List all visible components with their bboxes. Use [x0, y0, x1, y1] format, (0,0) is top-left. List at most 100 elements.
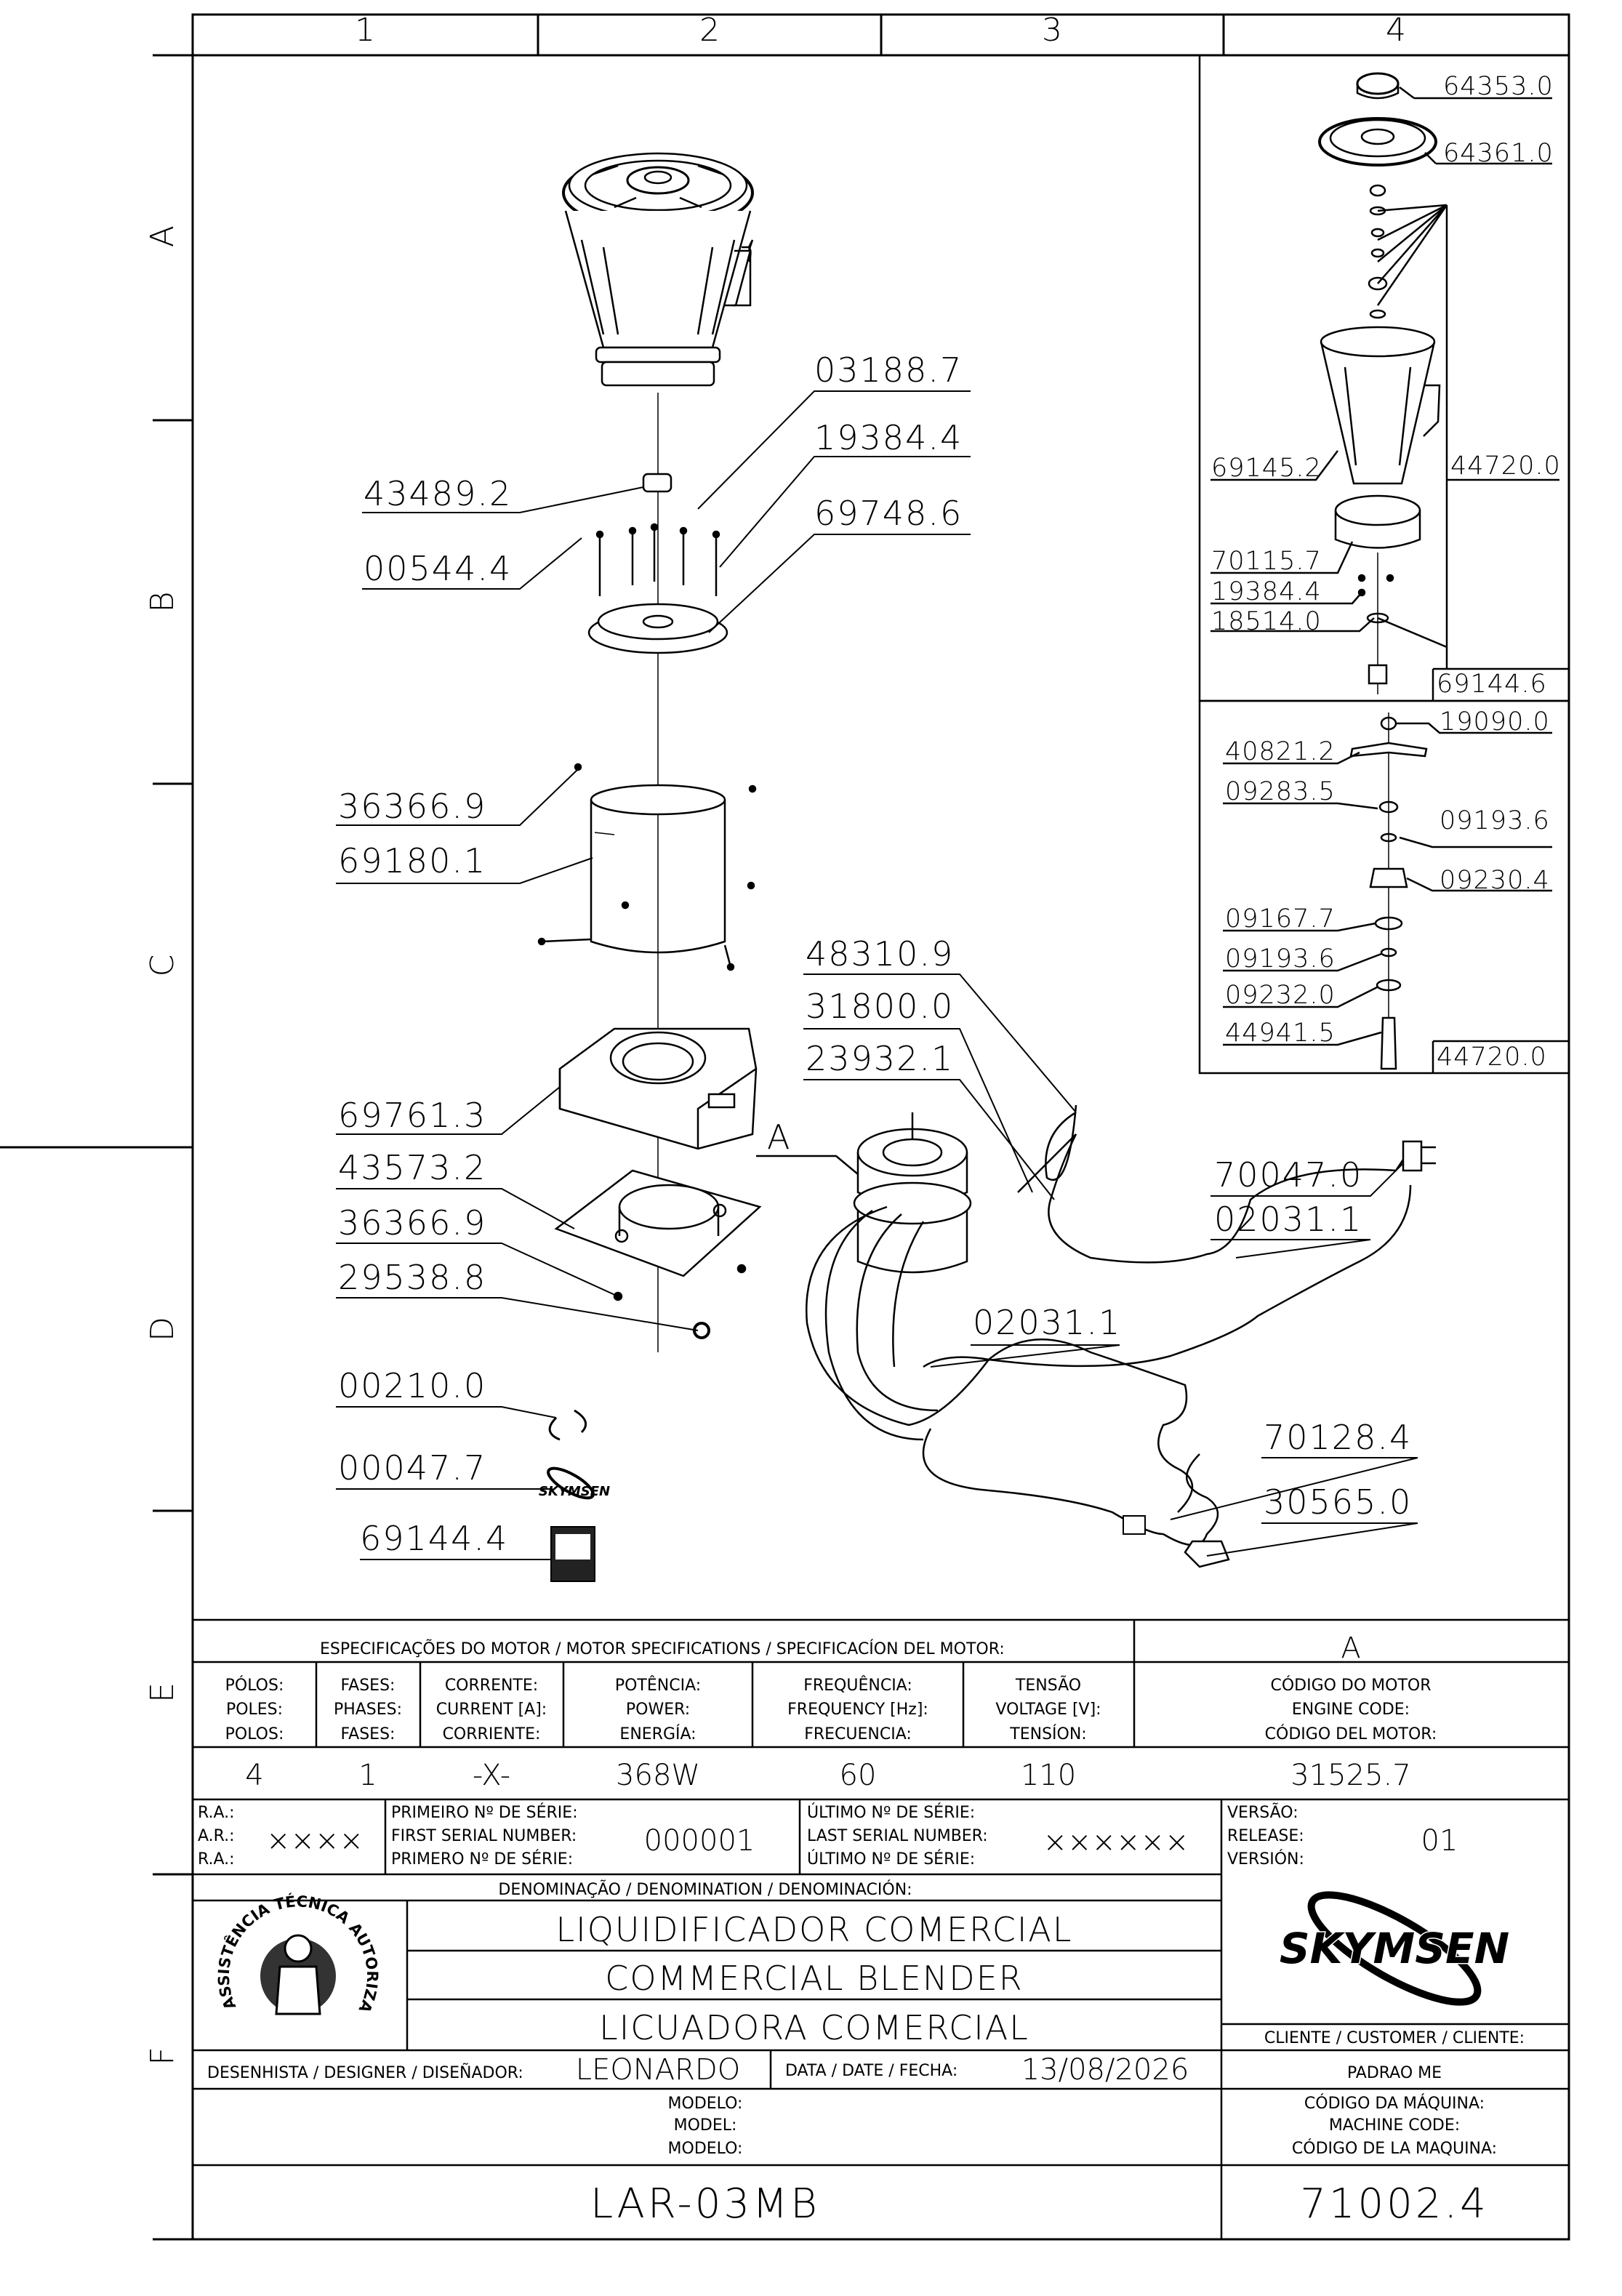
- part-31800: 31800.0: [806, 987, 954, 1026]
- part-36366-b: 36366.9: [338, 1203, 486, 1243]
- title-block-lines: [193, 1618, 1569, 2239]
- ra-l2: A.R.:: [198, 1827, 235, 1845]
- spec-poles-l1: PÓLOS:: [225, 1676, 284, 1695]
- spec-power-value: 368W: [616, 1759, 700, 1792]
- part-09193-b: 09193.6: [1225, 944, 1336, 974]
- version-l2: RELEASE:: [1227, 1827, 1304, 1845]
- spec-current-l2: CURRENT [A]:: [436, 1701, 547, 1719]
- grid-labels: 1 2 3 4 A B C D E F: [144, 12, 1406, 2066]
- version-value: 01: [1421, 1824, 1458, 1858]
- part-70128: 70128.4: [1264, 1418, 1412, 1457]
- logo-sticker-text: SKYMSEN: [539, 1484, 610, 1499]
- detail-box-jar: [1198, 54, 1570, 702]
- title-pt: LIQUIDIFICADOR COMERCIAL: [556, 1910, 1073, 1949]
- motor-housing-top: [558, 1027, 758, 1150]
- part-70115: 70115.7: [1211, 547, 1322, 576]
- version-l1: VERSÃO:: [1227, 1802, 1298, 1822]
- spec-phases-value: 1: [358, 1759, 377, 1792]
- motor-specs-header: ESPECIFICAÇÕES DO MOTOR / MOTOR SPECIFIC…: [320, 1639, 1005, 1658]
- cylinder-housing: [537, 763, 757, 971]
- spec-engine-code-value: 31525.7: [1290, 1759, 1410, 1792]
- part-69144-4: 69144.4: [360, 1519, 508, 1558]
- machine-code-l2: MACHINE CODE:: [1329, 2116, 1460, 2135]
- spec-phases-l2: PHASES:: [334, 1701, 402, 1719]
- motor-ref-cell: A: [1341, 1631, 1360, 1665]
- grid-col-2: 2: [699, 12, 720, 49]
- part-69180: 69180.1: [338, 841, 486, 880]
- part-43573: 43573.2: [338, 1148, 486, 1187]
- ra-l1: R.A.:: [198, 1804, 235, 1822]
- part-09193-a: 09193.6: [1440, 806, 1550, 835]
- spec-voltage-l2: VOLTAGE [V]:: [995, 1701, 1101, 1719]
- part-69761: 69761.3: [338, 1096, 486, 1135]
- part-36366-a: 36366.9: [338, 787, 486, 826]
- grid-row-B: B: [144, 592, 181, 613]
- base-plate: [554, 1169, 762, 1339]
- spec-current-l3: CORRIENTE:: [443, 1725, 541, 1743]
- spec-frequency-value: 60: [840, 1759, 877, 1792]
- date-value: 13/08/2026: [1021, 2053, 1189, 2087]
- part-70047: 70047.0: [1214, 1155, 1362, 1195]
- machine-code-l1: CÓDIGO DA MÁQUINA:: [1304, 2094, 1485, 2113]
- grid-col-4: 4: [1386, 12, 1406, 49]
- date-label: DATA / DATE / FECHA:: [785, 2062, 957, 2080]
- title-block-text: ESPECIFICAÇÕES DO MOTOR / MOTOR SPECIFIC…: [198, 1631, 1525, 2228]
- part-02031-b: 02031.1: [973, 1303, 1121, 1342]
- part-03188: 03188.7: [814, 350, 963, 390]
- model-label-l1: MODELO:: [668, 2095, 743, 2113]
- spec-poles-value: 4: [245, 1759, 263, 1792]
- part-19090: 19090.0: [1440, 707, 1550, 736]
- wiring-harness: [806, 1104, 1436, 1568]
- spec-frequency-l3: FRECUENCIA:: [804, 1725, 912, 1743]
- first-serial-l3: PRIMERO Nº DE SÉRIE:: [391, 1850, 573, 1868]
- spec-frequency-l2: FREQUENCY [Hz]:: [787, 1701, 928, 1719]
- designer-value: LEONARDO: [576, 2053, 740, 2087]
- motor-ref-leader: [756, 1155, 859, 1175]
- part-40821: 40821.2: [1225, 737, 1336, 766]
- detail-jar-labels: 64353.0 64361.0 69145.2 44720.0 70115.7 …: [1211, 72, 1560, 699]
- title-es: LICUADORA COMERCIAL: [599, 2008, 1029, 2047]
- spec-power-l3: ENERGÍA:: [619, 1725, 696, 1743]
- grid-col-3: 3: [1042, 12, 1062, 49]
- spec-phases-l3: FASES:: [341, 1725, 396, 1743]
- last-serial-l2: LAST SERIAL NUMBER:: [807, 1827, 988, 1845]
- last-serial-l1: ÚLTIMO Nº DE SÉRIE:: [807, 1803, 975, 1822]
- logo-sticker: SKYMSEN: [539, 1466, 610, 1500]
- first-serial-l2: FIRST SERIAL NUMBER:: [391, 1827, 577, 1845]
- spec-engine-code-l2: ENGINE CODE:: [1292, 1701, 1410, 1719]
- grid-row-E: E: [144, 1682, 181, 1703]
- part-18514: 18514.0: [1211, 607, 1322, 636]
- ra-value: ××××: [266, 1824, 364, 1858]
- part-69145: 69145.2: [1211, 454, 1322, 483]
- part-23932: 23932.1: [806, 1039, 954, 1078]
- part-44720-bottom: 44720.0: [1437, 1043, 1547, 1072]
- spec-current-l1: CORRENTE:: [445, 1677, 538, 1695]
- part-69144-6: 69144.6: [1437, 670, 1547, 699]
- denomination-header: DENOMINAÇÃO / DENOMINATION / DENOMINACIÓ…: [498, 1879, 912, 1899]
- spec-power-l1: POTÊNCIA:: [615, 1676, 701, 1695]
- customer-value: PADRAO ME: [1347, 2064, 1442, 2082]
- part-02031-a: 02031.1: [1214, 1200, 1362, 1239]
- part-29538: 29538.8: [338, 1258, 486, 1297]
- model-value: LAR-03MB: [590, 2180, 820, 2228]
- spec-poles-l3: POLOS:: [225, 1725, 284, 1743]
- ra-l3: R.A.:: [198, 1850, 235, 1868]
- spec-poles-l2: POLES:: [226, 1701, 283, 1719]
- version-l3: VERSIÓN:: [1227, 1850, 1304, 1868]
- grid-row-F: F: [144, 2047, 181, 2065]
- part-43489: 43489.2: [364, 474, 512, 513]
- part-64353: 64353.0: [1443, 72, 1554, 101]
- spec-frequency-l1: FREQUÊNCIA:: [803, 1676, 912, 1695]
- part-64361: 64361.0: [1443, 139, 1554, 168]
- part-00544: 00544.4: [364, 549, 512, 588]
- grid-row-C: C: [144, 955, 181, 977]
- spec-voltage-l1: TENSÃO: [1015, 1675, 1081, 1695]
- part-leaders: [336, 390, 1418, 1560]
- part-09230: 09230.4: [1440, 866, 1550, 895]
- part-00210: 00210.0: [338, 1366, 486, 1405]
- customer-label: CLIENTE / CUSTOMER / CLIENTE:: [1264, 2029, 1525, 2047]
- detail-blade-labels: 19090.0 40821.2 09283.5 09193.6 09230.4 …: [1225, 707, 1550, 1072]
- part-09167: 09167.7: [1225, 904, 1336, 934]
- part-69748: 69748.6: [814, 494, 963, 533]
- grid-row-A: A: [144, 225, 181, 247]
